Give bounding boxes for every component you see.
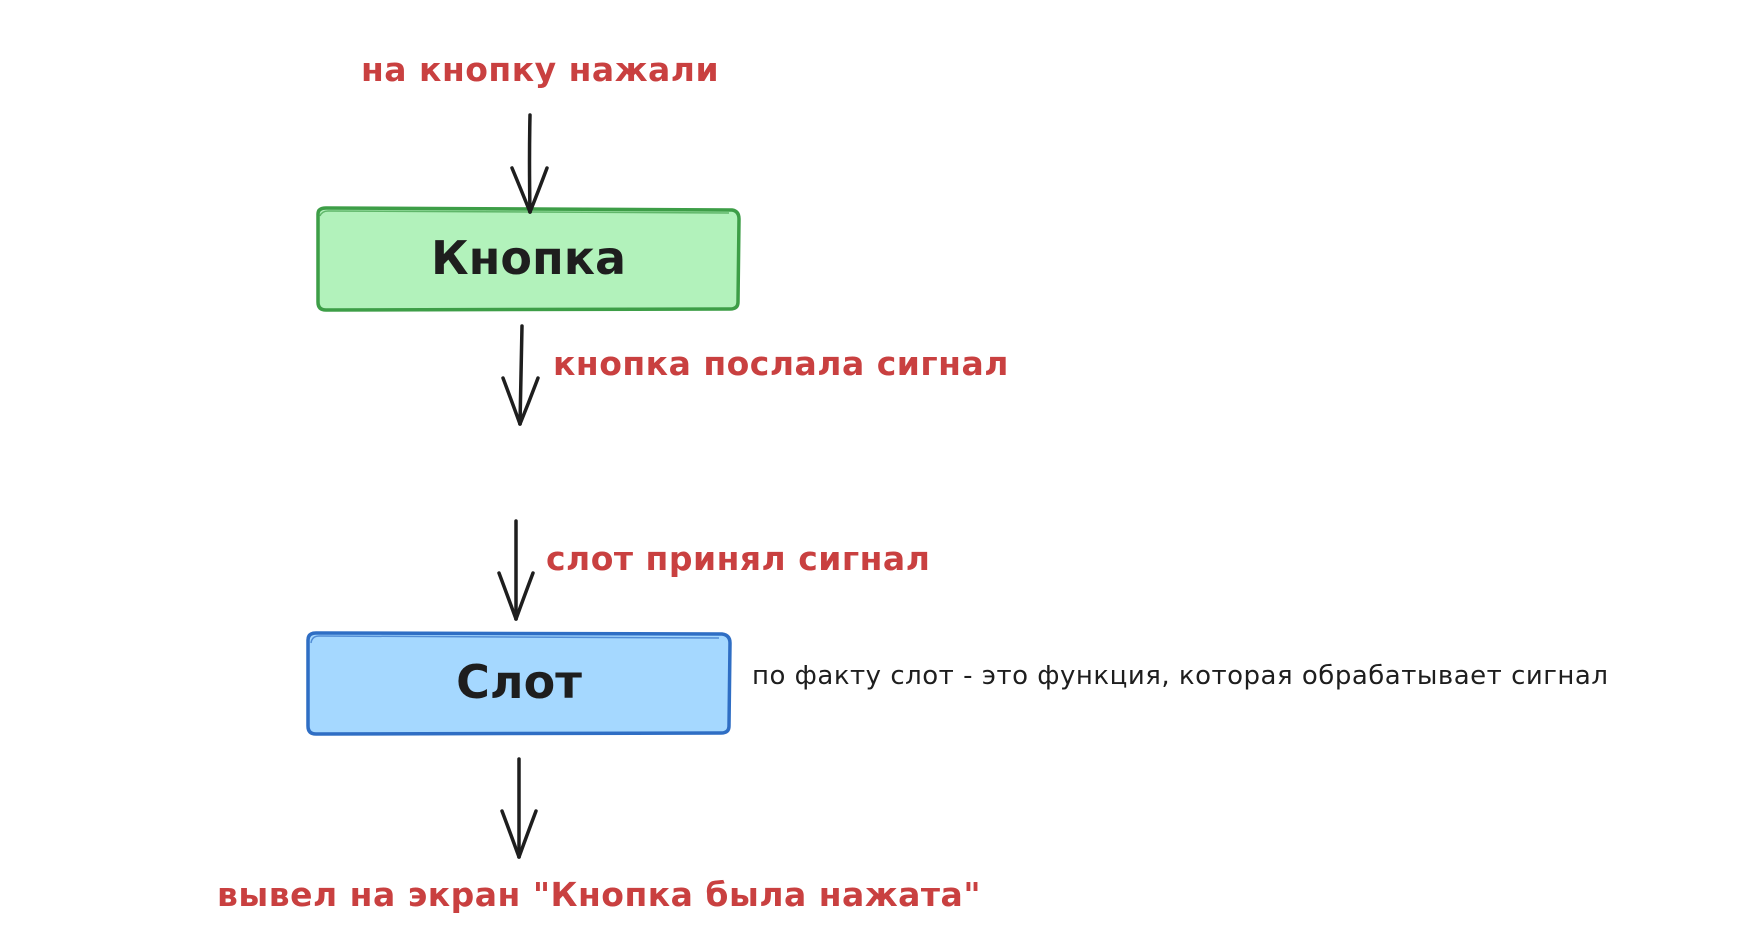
annotation-output: вывел на экран "Кнопка была нажата" <box>217 875 982 914</box>
annotation-slot-received-signal: слот принял сигнал <box>546 539 931 578</box>
node-button <box>316 206 741 312</box>
node-slot <box>306 631 732 736</box>
arrow-from-slot <box>500 757 538 859</box>
node-button-label: Кнопка <box>430 231 627 285</box>
annotation-button-pressed: на кнопку нажали <box>361 50 720 89</box>
annotation-button-sent-signal: кнопка послала сигнал <box>553 344 1009 383</box>
annotation-slot-note: по факту слот - это функция, которая обр… <box>752 661 1609 691</box>
arrow-into-button <box>510 113 549 214</box>
arrow-into-slot <box>497 519 535 621</box>
arrow-from-button <box>501 324 540 426</box>
node-slot-label: Слот <box>456 655 582 709</box>
